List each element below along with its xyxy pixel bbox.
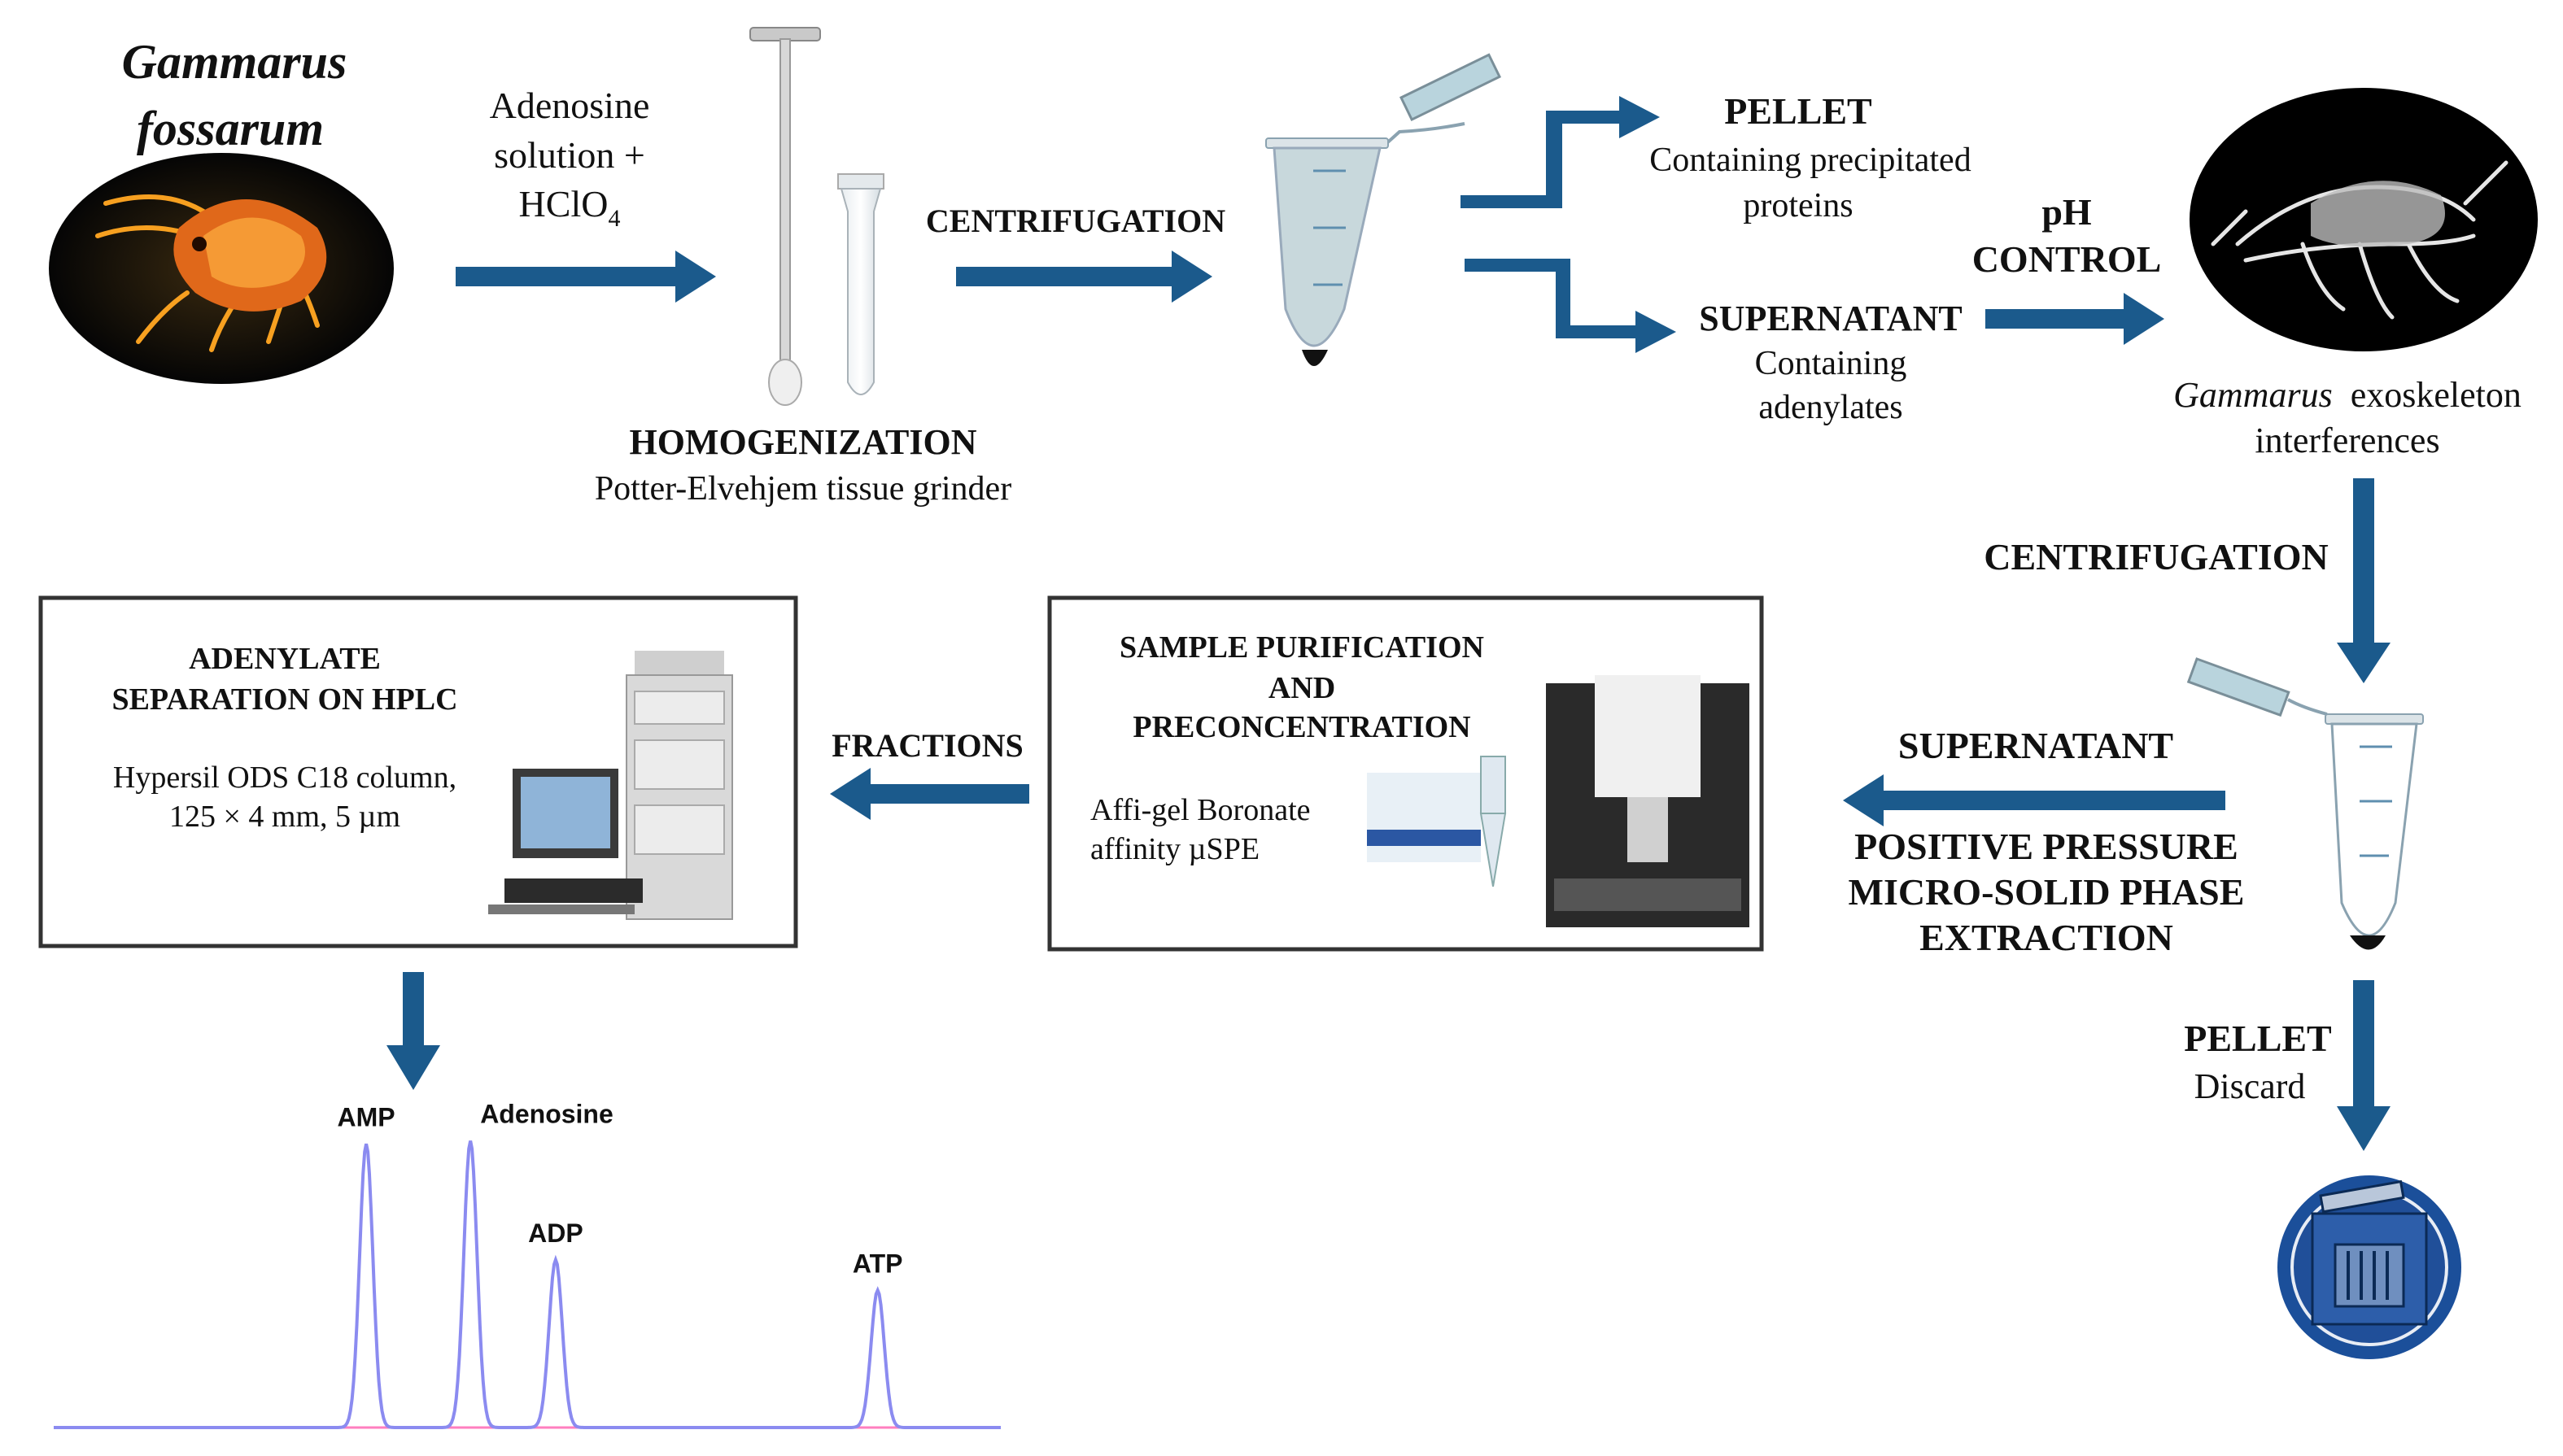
reagent-line2: solution + [494,134,645,176]
supernatant-2-label: SUPERNATANT [1898,725,2173,766]
to-chromatogram-arrow [386,972,440,1090]
purification-line1: Affi-gel Boronate [1090,793,1311,827]
organism-title-line2: fossarum [137,102,324,155]
spe-plate-icon [1367,756,1507,887]
spe-line2: MICRO-SOLID PHASE [1849,871,2245,913]
purification-line2: affinity µSPE [1090,832,1260,866]
peak-label: ATP [853,1249,903,1278]
peak-label: ADP [528,1218,583,1248]
exoskeleton-xray-icon [2190,88,2538,351]
hplc-line1: Hypersil ODS C18 column, [113,761,456,795]
supernatant-1-line1: Containing [1755,345,1907,382]
supernatant-1-line2: adenylates [1758,389,1902,426]
spe-line1: POSITIVE PRESSURE [1854,826,2238,867]
pellet-branch-arrow [1461,96,1660,208]
reagent-formula-main: HClO [519,183,609,225]
centrifugation-label-1: CENTRIFUGATION [926,203,1225,239]
tissue-grinder-icon [749,27,884,406]
reagent-formula-sub: 4 [608,205,620,232]
supernatant-left-arrow [1843,774,2225,826]
exoskeleton-line2: interferences [2255,421,2439,460]
pellet-2-title: PELLET [2184,1018,2332,1059]
centrifuge-tube-icon [1265,53,1502,366]
exoskeleton-line1: Gammarus exoskeleton [2173,375,2522,415]
homogenization-subtitle: Potter-Elvehjem tissue grinder [595,470,1011,508]
reagent-line1: Adenosine [490,85,650,126]
homogenization-title: HOMOGENIZATION [629,422,976,462]
purification-title3: PRECONCENTRATION [1133,710,1470,744]
pellet-1-title: PELLET [1724,90,1872,132]
exoskeleton-italic: Gammarus [2173,375,2333,415]
hplc-instrument-icon [488,651,733,920]
centrifugation-arrow [956,251,1212,303]
pellet-1-line2: proteins [1743,187,1853,225]
peak-label: AMP [338,1102,395,1131]
supernatant-branch-arrow [1465,259,1676,353]
pellet-2-line1: Discard [2194,1066,2306,1106]
centrifuge-tube-icon-2 [2186,657,2424,950]
ph-control-line1: pH [2041,191,2092,233]
purification-title2: AND [1268,671,1335,705]
hplc-title1: ADENYLATE [189,642,381,676]
hplc-line2: 125 × 4 mm, 5 µm [169,800,400,834]
pellet-1-line1: Containing precipitated [1649,142,1971,179]
purification-title1: SAMPLE PURIFICATION [1120,630,1484,665]
gammarus-photo-icon [49,153,394,384]
chromatogram-trace [54,1140,1001,1429]
organism-title-line1: Gammarus [122,35,347,89]
ph-control-arrow [1985,293,2164,345]
hplc-title2: SEPARATION ON HPLC [111,682,457,717]
spe-line3: EXTRACTION [1919,917,2173,958]
peak-label: Adenosine [480,1100,613,1129]
centrifugation-down-arrow [2337,478,2391,683]
pellet-discard-arrow [2337,980,2391,1151]
centrifugation-label-2: CENTRIFUGATION [1984,536,2328,578]
reagent-formula: HClO4 [519,183,621,232]
fractions-label: FRACTIONS [832,727,1024,764]
ph-control-line2: CONTROL [1972,238,2162,280]
exoskeleton-rest: exoskeleton [2351,375,2522,415]
trash-bin-icon [2277,1175,2461,1359]
reagent-arrow [456,251,716,303]
fractions-left-arrow [830,768,1029,820]
supernatant-1-title: SUPERNATANT [1699,299,1963,338]
spe-instrument-icon [1546,675,1749,927]
